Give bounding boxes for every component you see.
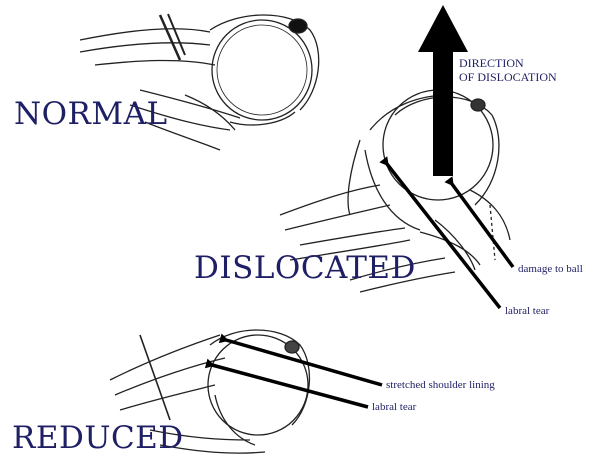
pointer-labral-tear-dislocated bbox=[387, 164, 500, 308]
direction-label: DIRECTION OF DISLOCATION bbox=[459, 56, 557, 84]
pointer-labral-tear-reduced bbox=[212, 365, 368, 407]
annotation-stretched-shoulder-lining: stretched shoulder lining bbox=[386, 379, 495, 391]
pointer-stretched-shoulder-lining bbox=[226, 340, 382, 385]
direction-of-dislocation-arrow bbox=[418, 5, 468, 176]
label-normal: NORMAL bbox=[14, 96, 168, 132]
annotation-damage-to-ball: damage to ball bbox=[518, 263, 583, 275]
annotation-labral-tear-reduced: labral tear bbox=[372, 401, 416, 413]
annotation-labral-tear-dislocated: labral tear bbox=[505, 305, 549, 317]
label-reduced: REDUCED bbox=[12, 420, 184, 456]
direction-label-line1: DIRECTION bbox=[459, 56, 557, 70]
direction-label-line2: OF DISLOCATION bbox=[459, 70, 557, 84]
label-dislocated: DISLOCATED bbox=[194, 250, 416, 286]
